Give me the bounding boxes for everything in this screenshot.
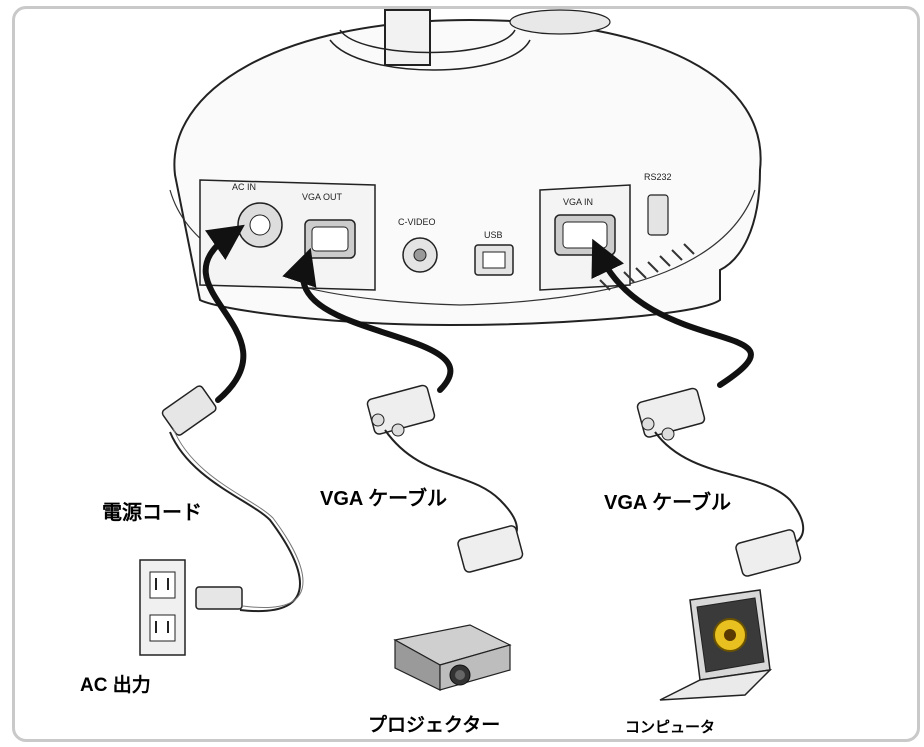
projector-icon: [393, 624, 512, 691]
arrow-icon-vga-in: [591, 238, 754, 388]
port-label-c-video: C-VIDEO: [398, 217, 436, 227]
label-ac-outlet: AC 出力: [80, 675, 151, 696]
label-vga-cable-1: VGA ケーブル: [320, 488, 447, 510]
vga-connector-icon-2: [636, 387, 805, 577]
port-label-rs232: RS232: [644, 172, 672, 182]
vga-connector-icon-1: [366, 384, 524, 573]
port-label-usb: USB: [484, 230, 503, 240]
port-label-vga-in: VGA IN: [563, 197, 593, 207]
laptop-icon: [659, 589, 773, 701]
port-label-ac-in: AC IN: [232, 182, 256, 192]
power-plug-icon: [161, 385, 304, 613]
label-computer: コンピュータ: [625, 719, 716, 736]
arrow-icon-ac: [202, 224, 247, 403]
label-vga-cable-2: VGA ケーブル: [604, 492, 731, 514]
port-label-vga-out: VGA OUT: [302, 192, 343, 202]
label-projector: プロジェクター: [368, 715, 501, 736]
document-camera-base: AC IN VGA OUT C-VIDEO USB VGA IN RS232: [169, 9, 762, 327]
wall-outlet-icon: [139, 559, 186, 656]
arrow-icon-vga-out: [282, 247, 454, 393]
label-power-cord: 電源コード: [102, 502, 202, 524]
